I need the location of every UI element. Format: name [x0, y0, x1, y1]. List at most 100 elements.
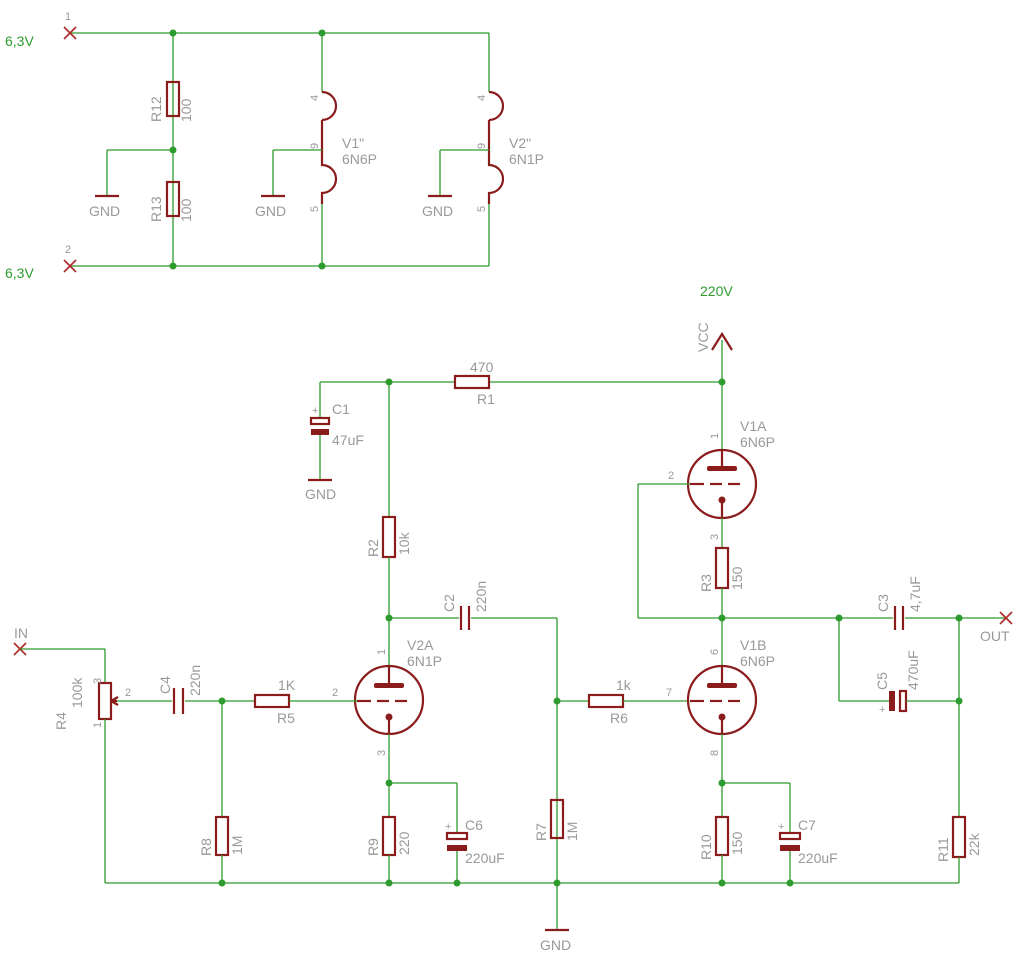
v1b-pin7: 7: [666, 687, 672, 699]
r2-value: 10k: [396, 531, 412, 555]
resistor-r5: [253, 693, 291, 709]
pin-label-2: 2: [65, 244, 71, 256]
v2h-pin5: 5: [476, 206, 488, 212]
capacitor-c5-plate-pos: [898, 689, 908, 713]
r8-value: 1M: [229, 836, 245, 855]
v1a-pin3: 3: [709, 534, 721, 540]
r4-pin2: 2: [125, 687, 131, 699]
c3-value: 4,7uF: [907, 576, 923, 612]
net-6v3-top: 6,3V: [5, 33, 34, 49]
r3-value: 150: [729, 566, 745, 590]
capacitor-c1-plate-pos: [309, 416, 331, 426]
v2a-pin3: 3: [376, 750, 388, 756]
v2h-pin4: 4: [476, 95, 488, 101]
c1-name: C1: [332, 401, 350, 417]
v2a-pin1: 1: [376, 649, 388, 655]
c3-name: C3: [875, 594, 891, 612]
r4-name: R4: [53, 712, 69, 730]
c1-plus: +: [312, 405, 318, 417]
r4-value: 100k: [69, 677, 85, 708]
vcc-arrow-icon: [711, 331, 733, 351]
v2a-plate: [374, 683, 404, 688]
potentiometer-r4: [97, 681, 113, 721]
heater-supply: 1 2 6,3V 6,3V R12 100 R13 100 GND GND 4 …: [5, 11, 544, 281]
v2a-type: 6N1P: [407, 653, 442, 669]
v1b-pin8: 8: [709, 750, 721, 756]
gnd-label-main: GND: [540, 937, 571, 953]
heater-v2-coil-b: [487, 150, 505, 204]
c5-value: 470uF: [905, 650, 921, 690]
capacitor-c6-plate-pos: [445, 831, 469, 841]
c7-value: 220uF: [798, 850, 838, 866]
r13-name: R13: [148, 196, 164, 222]
c7-plus: +: [778, 821, 784, 833]
v2h-type: 6N1P: [509, 151, 544, 167]
v1a-type: 6N6P: [740, 434, 775, 450]
heater-v1-coil-a: [321, 90, 338, 122]
capacitor-c1-plate-neg: [311, 429, 329, 435]
v1b-type: 6N6P: [740, 653, 775, 669]
r4-pin1: 1: [92, 722, 104, 728]
r4-pin3: 3: [92, 678, 104, 684]
amplifier-circuit: 220V VCC 470 R1 + GND C1 47uF R2 10k C2: [13, 283, 1013, 953]
resistor-r9: [381, 815, 397, 857]
c6-name: C6: [465, 817, 483, 833]
v1h-name: V1": [342, 135, 364, 151]
r4-wiper-arrow-icon: [110, 696, 119, 706]
resistor-r7: [549, 798, 565, 840]
r11-name: R11: [935, 837, 951, 862]
c1-value: 47uF: [332, 432, 364, 448]
r12-value: 100: [178, 98, 194, 122]
r10-name: R10: [698, 834, 714, 860]
terminal-out: [999, 611, 1013, 625]
r1-name: R1: [477, 391, 495, 407]
capacitor-c6-plate-neg: [447, 845, 467, 851]
capacitor-c7-plate-neg: [780, 845, 800, 851]
v2a-cathode: [385, 713, 393, 721]
v1a-plate: [707, 466, 737, 471]
capacitor-c5-plate-neg: [889, 691, 895, 711]
v1h-pin9: 9: [309, 143, 321, 149]
v1a-name: V1A: [740, 418, 767, 434]
r5-value: 1K: [278, 677, 296, 693]
resistor-r3: [714, 546, 730, 590]
gnd-label-1: GND: [89, 203, 120, 219]
resistor-r2: [381, 515, 397, 559]
v1b-plate: [707, 683, 737, 688]
terminal-x-bottom: [63, 259, 77, 273]
vcc-label: VCC: [695, 322, 711, 352]
v2h-name: V2": [509, 135, 531, 151]
c5-name: C5: [874, 672, 890, 690]
v1b-name: V1B: [740, 637, 766, 653]
c5-plus: +: [879, 704, 885, 716]
capacitor-c7-plate-pos: [778, 831, 802, 841]
v2h-pin9: 9: [476, 143, 488, 149]
v1h-pin4: 4: [309, 95, 321, 101]
out-label: OUT: [980, 628, 1010, 644]
r6-value: 1k: [616, 677, 632, 693]
v1a-cathode: [718, 496, 726, 504]
r3-name: R3: [698, 574, 714, 592]
r5-name: R5: [277, 710, 295, 726]
heater-v1-coil-b: [320, 150, 338, 204]
v1h-pin5: 5: [309, 206, 321, 212]
heater-v2-coil-a: [488, 90, 505, 122]
gnd-label-c1: GND: [305, 486, 336, 502]
c2-value: 220n: [473, 581, 489, 612]
net-6v3-bottom: 6,3V: [5, 265, 34, 281]
v1a-pin1: 1: [709, 433, 721, 439]
c4-value: 220n: [187, 665, 203, 696]
r9-value: 220: [396, 831, 412, 855]
v2a-pin2: 2: [332, 687, 338, 699]
v2a-name: V2A: [407, 637, 434, 653]
gnd-label-3: GND: [422, 203, 453, 219]
net-220v: 220V: [700, 283, 733, 299]
v1b-pin6: 6: [709, 649, 721, 655]
c6-value: 220uF: [465, 850, 505, 866]
c4-name: C4: [157, 676, 173, 694]
gnd-label-2: GND: [255, 203, 286, 219]
r11-value: 22k: [966, 832, 982, 856]
resistor-r13: [165, 180, 181, 218]
r2-name: R2: [365, 539, 381, 557]
resistor-r6: [587, 693, 625, 709]
